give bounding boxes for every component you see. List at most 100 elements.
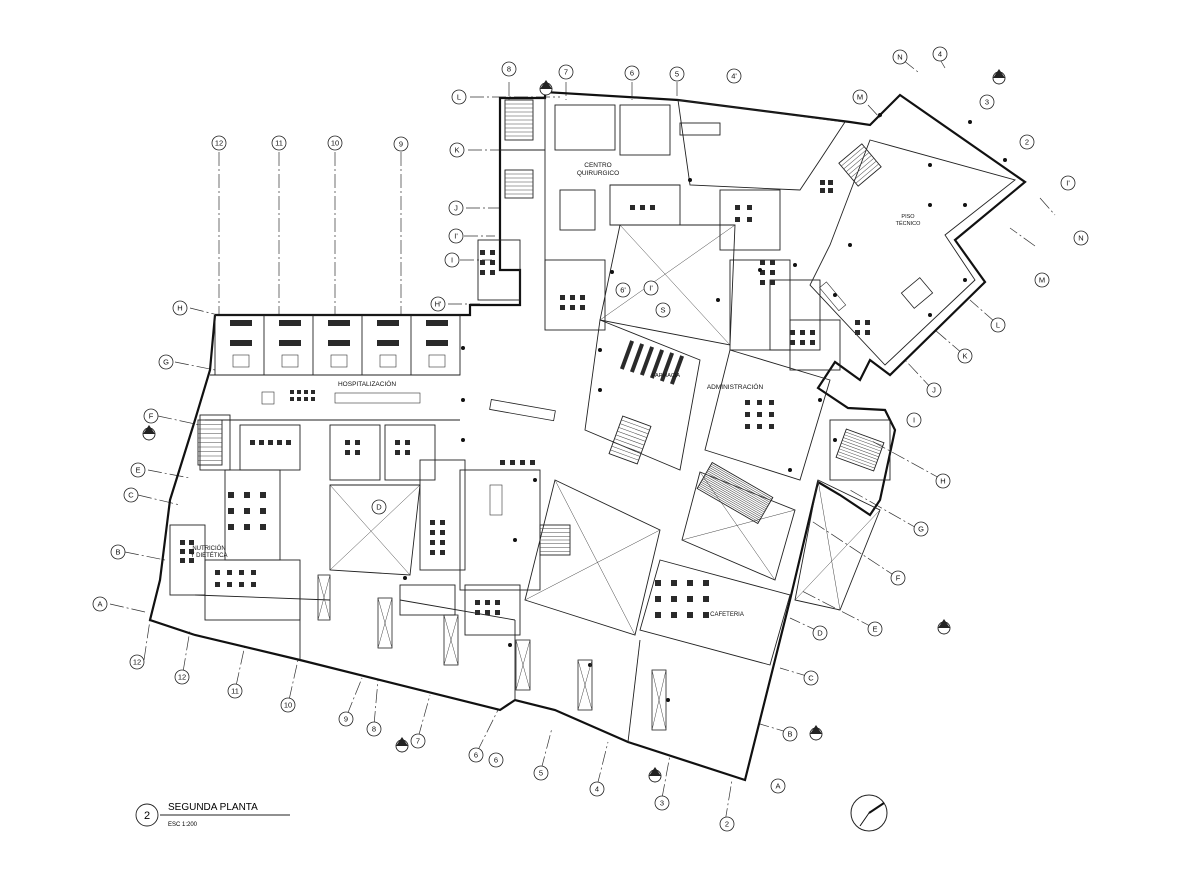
desk — [630, 205, 635, 210]
structural-column — [833, 293, 837, 297]
zone-label-hospitalizacion: HOSPITALIZACIÓN — [338, 379, 396, 388]
desk — [828, 188, 833, 193]
dining-table — [260, 508, 266, 514]
structural-column — [928, 163, 932, 167]
desk — [490, 260, 495, 265]
desk — [286, 440, 291, 445]
bed — [426, 320, 448, 326]
drawing-number-circle — [135, 803, 159, 827]
shelf — [619, 340, 635, 370]
structural-column — [878, 113, 882, 117]
structural-column — [461, 346, 465, 350]
grid-bubble-inner-labels: 6' — [615, 282, 631, 298]
grid-bubble-right-letters: M — [852, 89, 868, 105]
equipment — [290, 397, 294, 401]
grid-bubble-right-letters: E — [867, 621, 883, 637]
dining-table — [260, 524, 266, 530]
desk — [189, 540, 194, 545]
grid-bubble-top-numbers: 12 — [211, 135, 227, 151]
structural-column — [610, 270, 614, 274]
svg-text:D: D — [817, 629, 823, 638]
desk — [650, 205, 655, 210]
nurse-station — [334, 392, 421, 404]
desk — [480, 250, 485, 255]
desk — [215, 582, 220, 587]
svg-text:E: E — [135, 466, 140, 475]
column — [261, 391, 275, 405]
desk — [480, 260, 485, 265]
bed — [377, 340, 399, 346]
grid-bubble-left-letters: I' — [448, 228, 464, 244]
svg-text:D: D — [376, 503, 382, 512]
grid-bubble-left-letters: A — [92, 596, 108, 612]
desk — [440, 540, 445, 545]
parking-marker — [900, 277, 934, 309]
svg-text:G: G — [163, 358, 169, 367]
desk — [580, 295, 585, 300]
grid-bubble-top-numbers: 10 — [327, 135, 343, 151]
svg-text:8: 8 — [507, 65, 511, 74]
equipment — [304, 397, 308, 401]
dining-table — [228, 492, 234, 498]
structural-column — [1003, 158, 1007, 162]
shelf — [639, 346, 655, 376]
desk — [760, 280, 765, 285]
grid-bubble-top-numbers: 2 — [1019, 134, 1035, 150]
equipment — [311, 390, 315, 394]
grid-bubble-bottom-numbers: 5 — [533, 765, 549, 781]
grid-bubble-top-numbers: 5 — [669, 66, 685, 82]
stair — [838, 143, 882, 187]
structural-column — [508, 643, 512, 647]
bathroom — [428, 354, 446, 368]
grid-bubble-right-letters: L — [990, 317, 1006, 333]
desk — [227, 570, 232, 575]
svg-text:H: H — [177, 304, 182, 313]
desk — [828, 180, 833, 185]
desk — [345, 450, 350, 455]
grid-bubble-bottom-numbers: 3 — [654, 795, 670, 811]
bathroom — [330, 354, 348, 368]
desk — [250, 440, 255, 445]
grid-bubble-right-letters: A — [770, 778, 786, 794]
desk — [490, 270, 495, 275]
structural-column — [963, 203, 967, 207]
structural-column — [788, 468, 792, 472]
stair — [608, 415, 652, 465]
structural-column — [833, 438, 837, 442]
bathroom — [232, 354, 250, 368]
stair — [696, 461, 774, 525]
desk — [480, 270, 485, 275]
desk — [440, 550, 445, 555]
section-cut-icon — [937, 619, 951, 635]
section-cut-icon — [142, 425, 156, 441]
structural-column — [963, 278, 967, 282]
cafeteria-table — [687, 596, 693, 602]
parking-marker — [377, 597, 393, 649]
conference-table — [819, 281, 847, 312]
svg-text:M: M — [857, 93, 863, 102]
grid-bubble-left-letters: I — [444, 252, 460, 268]
svg-text:12: 12 — [178, 673, 186, 682]
grid-bubble-bottom-numbers: 11 — [227, 683, 243, 699]
dining-table — [244, 492, 250, 498]
zone-label-line: TÉCNICO — [896, 220, 921, 227]
cafeteria-table — [703, 612, 709, 618]
grid-bubble-left-letters: F — [143, 408, 159, 424]
svg-text:E: E — [872, 625, 877, 634]
desk — [495, 610, 500, 615]
desk — [865, 320, 870, 325]
section-cut-icon — [395, 737, 409, 753]
grid-bubble-bottom-numbers: 2 — [719, 816, 735, 832]
svg-text:A: A — [775, 782, 780, 791]
bed — [328, 320, 350, 326]
grid-bubble-top-numbers: 11 — [271, 135, 287, 151]
grid-bubble-right-letters: K — [957, 348, 973, 364]
grid-bubble-right-letters: J — [926, 382, 942, 398]
svg-text:9: 9 — [399, 140, 403, 149]
drawing-number: 2 — [144, 810, 150, 822]
svg-text:C: C — [808, 674, 814, 683]
structural-column — [818, 398, 822, 402]
grid-bubble-left-letters: L — [451, 89, 467, 105]
